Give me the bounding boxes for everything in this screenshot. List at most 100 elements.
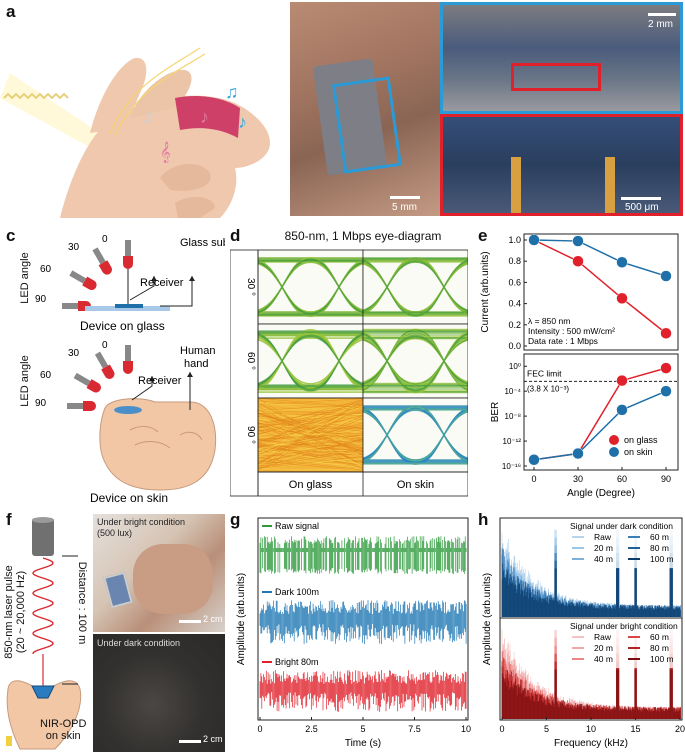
current-point-1-0	[528, 234, 540, 246]
h-bright-legend-label-4: 80 m	[650, 643, 669, 653]
h-bright-legend-label-1: 20 m	[594, 643, 613, 653]
ber-ytick-4: 10⁻¹⁶	[502, 462, 521, 471]
c-receiver-label: Receiver	[140, 277, 184, 289]
ber-plot-frame	[523, 353, 679, 471]
f-distance-label: Distance : 100 m	[76, 561, 88, 645]
f-bright-label: Under bright condition	[97, 517, 186, 527]
panel-letter-g: g	[230, 510, 241, 529]
c-hand-label-2: hand	[184, 358, 208, 370]
svg-text:♪: ♪	[238, 112, 247, 132]
h-ylabel: Amplitude (arb.units)	[482, 573, 493, 665]
ber-ytick-3: 10⁻¹²	[503, 437, 522, 446]
h-bright-legend-label-3: 60 m	[650, 632, 669, 642]
h-xtick-2: 10	[586, 724, 596, 734]
photo-zoom-2: 500 μm	[440, 114, 683, 216]
f-scale-bright: 2 cm	[203, 614, 223, 624]
c-device-glass: Device on glass	[80, 319, 165, 333]
f-scale-dark: 2 cm	[203, 734, 223, 744]
g-legend-label-2: Bright 80m	[275, 657, 319, 667]
g-ylabel: Amplitude (arb.units)	[236, 573, 247, 665]
g-xtick-0: 0	[257, 724, 262, 734]
current-plot-frame	[523, 233, 679, 351]
e-xtick-0: 0	[531, 474, 536, 484]
photo-device-on-finger: 5 mm	[290, 2, 440, 216]
g-series-2	[259, 670, 467, 712]
fec-value: (3.8 X 10⁻³)	[527, 384, 569, 393]
ber-point-0-3	[660, 362, 672, 374]
ber-ytick-0: 10⁰	[509, 362, 521, 371]
legend-label-0: on glass	[624, 435, 658, 445]
h-dark-legend-label-4: 80 m	[650, 543, 669, 553]
legend-marker-1	[609, 447, 619, 457]
laser-source-icon	[32, 518, 54, 556]
current-point-1-1	[572, 235, 584, 247]
ber-line-1	[533, 390, 667, 461]
panel-letter-f: f	[6, 510, 12, 529]
eye-cell-r1-c1	[362, 323, 468, 399]
eye-cell-r0-c1	[362, 249, 468, 325]
nir-opd-icon	[31, 685, 55, 699]
light-pulse-signal	[3, 92, 69, 100]
current-point-1-3	[660, 270, 672, 282]
h-xtick-0: 0	[499, 724, 504, 734]
f-device-label-2: on skin	[45, 730, 81, 742]
current-ytick-0: 0.0	[508, 341, 521, 351]
h-bright-series-5	[501, 666, 681, 719]
h-dark-legend-label-2: 40 m	[594, 554, 613, 564]
g-series-0	[259, 536, 467, 574]
h-bright-legend-label-0: Raw	[594, 632, 612, 642]
h-xlabel: Frequency (kHz)	[554, 738, 628, 749]
ber-ylabel: BER	[490, 402, 501, 423]
c-angle-0b: 0	[102, 340, 108, 351]
c-angle-60b: 60	[40, 370, 52, 381]
e-annot-rate: Data rate : 1 Mbps	[528, 336, 598, 346]
panel-letter-d: d	[230, 226, 241, 245]
ber-point-1-0	[528, 454, 540, 466]
zoom-box-blue	[332, 76, 402, 174]
e-xlabel: Angle (Degree)	[567, 488, 635, 499]
eye-row-label-2: 90 °	[245, 426, 256, 444]
eye-cell-r1-c0	[257, 323, 364, 399]
h-dark-legend-label-5: 100 m	[650, 554, 674, 564]
h-xtick-3: 15	[630, 724, 640, 734]
g-xtick-2: 5	[360, 724, 365, 734]
h-xtick-4: 20	[675, 724, 685, 734]
eye-cell-r0-c0	[257, 249, 364, 325]
current-ytick-3: 0.6	[508, 277, 521, 287]
scale-label-zoom1: 2 mm	[648, 19, 673, 30]
led-schematic-skin: 0 30 60 90 Receiver Human hand Device on…	[35, 340, 217, 505]
photo-zoom-1: 2 mm	[440, 2, 683, 114]
ber-point-0-2	[616, 374, 628, 387]
f-device-label-1: NIR-OPD	[40, 718, 87, 730]
svg-text:♫: ♫	[225, 82, 239, 102]
h-bright-legend-label-2: 40 m	[594, 654, 613, 664]
f-laser-label-2: (20 ~ 20,000 Hz)	[15, 570, 27, 654]
panel-letter-h: h	[478, 510, 489, 529]
panel-letter-a: a	[6, 2, 16, 21]
current-ytick-1: 0.2	[508, 320, 521, 330]
fec-label: FEC limit	[527, 368, 562, 378]
laser-setup-illustration	[6, 517, 82, 750]
current-line-1	[533, 239, 667, 277]
eye-row-label-1: 60 °	[245, 352, 256, 370]
g-xtick-4: 10	[461, 724, 471, 734]
led-icons	[62, 240, 133, 311]
c-hand-label-1: Human	[180, 345, 215, 357]
c-device-skin: Device on skin	[90, 491, 168, 505]
led-schematic-glass: 0 30 60 90 Receiver Glass substrate Devi…	[35, 234, 225, 333]
hand-fist-icon	[99, 398, 217, 491]
c-angle-0: 0	[102, 234, 108, 245]
photo-dark-condition: Under dark condition 2 cm	[93, 634, 225, 752]
current-point-0-2	[616, 292, 628, 305]
current-ytick-4: 0.8	[508, 256, 521, 266]
c-glass-label: Glass substrate	[180, 237, 225, 249]
scale-label-main: 5 mm	[392, 202, 417, 213]
h-dark-legend-label-3: 60 m	[650, 532, 669, 542]
ber-ytick-1: 10⁻⁴	[504, 387, 521, 396]
current-point-0-1	[572, 255, 584, 267]
music-note-icons: ♫ ♪ ♪ 𝄞 ♫	[140, 82, 247, 163]
f-laser-label: 850-nm laser pulse (20 ~ 20,000 Hz)	[3, 537, 27, 687]
h-dark-legend-label-1: 20 m	[594, 543, 613, 553]
h-bright-legend-label-5: 100 m	[650, 654, 674, 664]
